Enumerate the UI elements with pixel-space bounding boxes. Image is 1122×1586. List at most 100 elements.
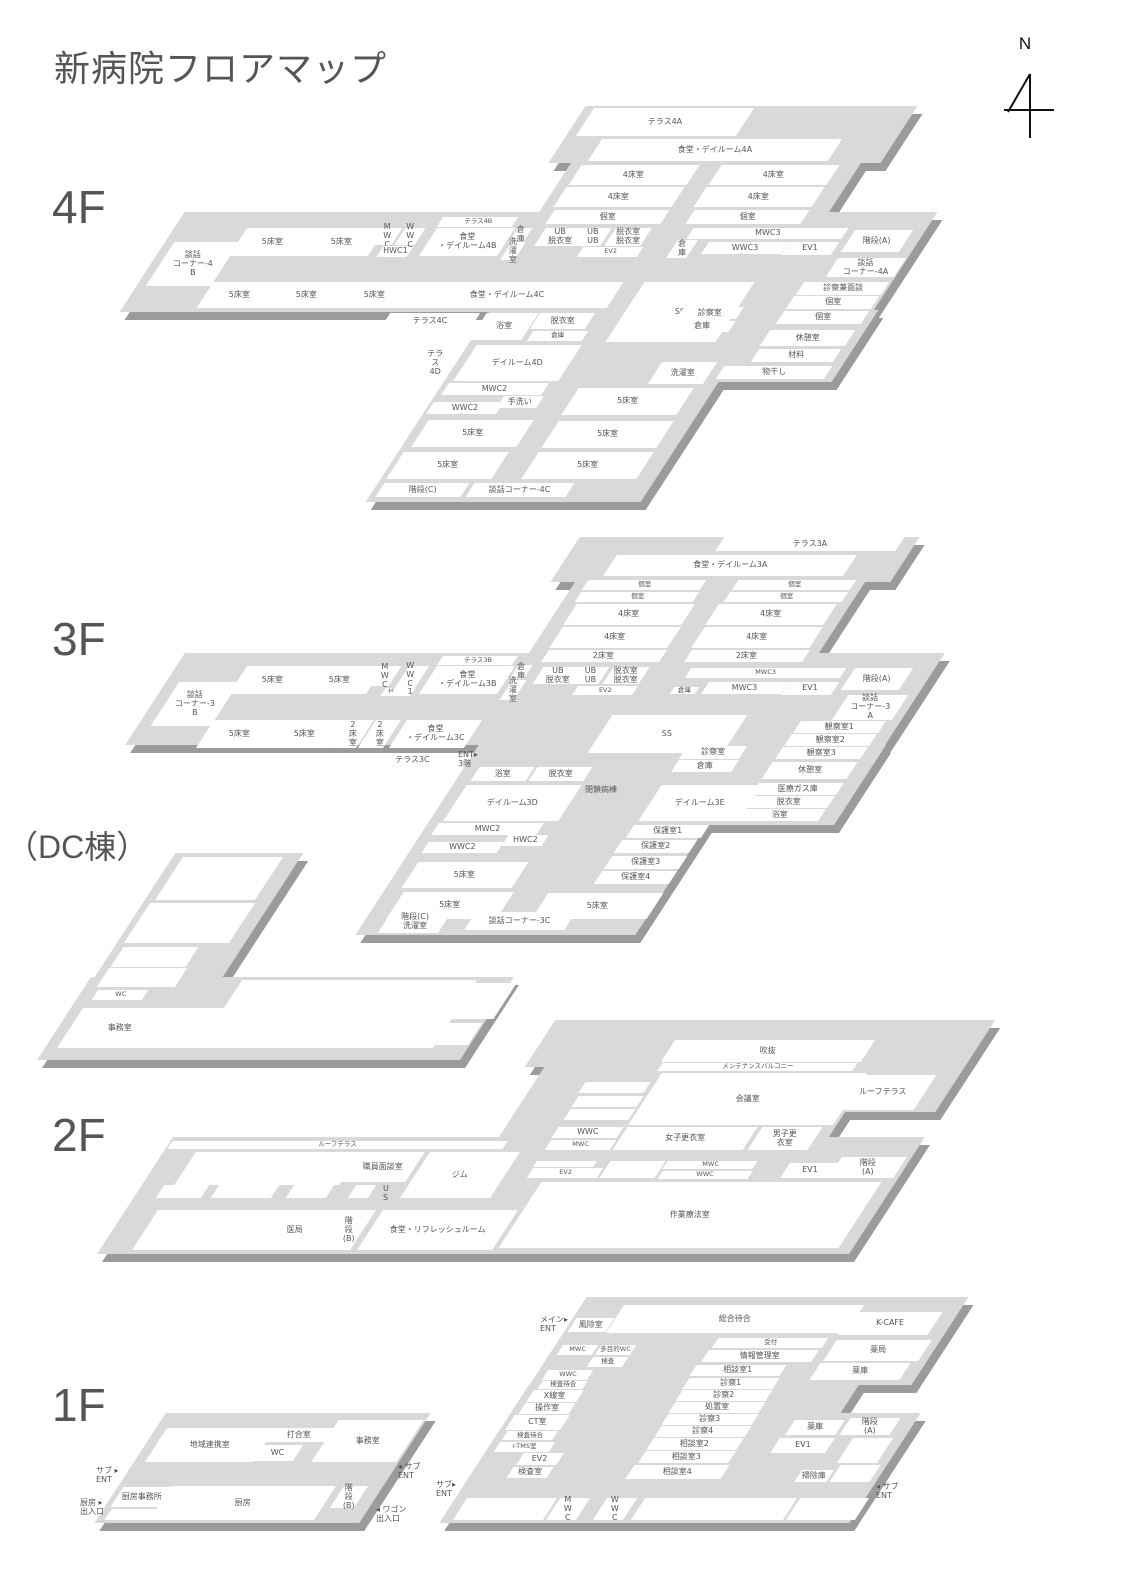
room-label: 浴室 <box>771 809 788 819</box>
room-label: 5床室 <box>294 728 316 738</box>
room: EV2 <box>516 1453 564 1465</box>
room: 情報管理室 <box>701 1350 819 1362</box>
room-label: 厨房事務所 <box>122 1491 163 1501</box>
room-label: EV2 <box>532 1453 548 1463</box>
room: 4床室 <box>705 604 837 625</box>
room-unlabeled <box>599 1161 666 1178</box>
room: テラス3B <box>437 656 518 665</box>
room-label: 倉庫 <box>694 321 711 331</box>
room-unlabeled <box>571 1096 644 1107</box>
room: 厨房 <box>148 1486 337 1520</box>
room-label: 4床室 <box>763 169 785 179</box>
room-label: M W C <box>381 661 389 689</box>
room: 休憩室 <box>761 762 858 779</box>
room-label: 打合室 <box>287 1429 312 1439</box>
room-label: ルーフテラス <box>318 1140 357 1149</box>
room-label: 2床室 <box>593 650 615 660</box>
map-annotation: 閉鎖病棟 <box>585 785 617 794</box>
room-label: WC <box>114 990 126 999</box>
room: 脱衣室 <box>742 796 835 808</box>
room: 保護室1 <box>625 825 710 838</box>
room-label: MWC3 <box>754 228 781 238</box>
room-label: 4床室 <box>608 191 630 201</box>
room: WWC2 <box>426 402 504 414</box>
room-label: 個室 <box>787 580 801 589</box>
room-label: W W C 1 <box>406 661 414 697</box>
map-annotation: サブ▸ ENT <box>436 1480 457 1499</box>
room-label: 階段(A) <box>863 235 891 245</box>
room-label: 食堂 ・デイルーム3B <box>437 670 497 688</box>
room-label: W W C <box>406 222 414 249</box>
room-label: 食堂・デイルーム4C <box>470 289 545 299</box>
room: EV2 <box>526 1168 604 1178</box>
room-label: WWC2 <box>449 842 476 852</box>
room-label: テラス3A <box>792 538 828 548</box>
room: 個室 <box>785 296 880 309</box>
room: 観察室3 <box>775 747 868 759</box>
room: 脱衣室 <box>529 313 596 329</box>
room: テラス4B <box>436 217 519 227</box>
room: 診察室 <box>678 746 748 759</box>
room-label: 5床室 <box>439 900 461 910</box>
room-label: 相談室1 <box>723 1365 753 1375</box>
room-label: 個室 <box>599 211 616 221</box>
room: WWC <box>541 1370 594 1380</box>
room-label: メンテナンスバルコニー <box>721 1062 794 1071</box>
room-label: 観察室1 <box>824 721 855 731</box>
room: WWC <box>657 1170 753 1179</box>
room-label: 5床室 <box>596 429 619 439</box>
room: EV1 <box>780 682 840 695</box>
room: EV1 <box>780 242 840 255</box>
room-label: EV2 <box>598 685 612 694</box>
room: MWC2 <box>431 823 544 835</box>
map-annotation: メイン▸ ENT <box>540 1315 569 1334</box>
room-label: 風除室 <box>579 1319 604 1329</box>
room-label: 食堂 ・デイルーム3C <box>406 724 465 742</box>
room-label: 5床室 <box>331 236 353 246</box>
room-label: 倉 庫 <box>517 662 525 680</box>
room-label: 4床室 <box>746 632 768 642</box>
room-label: 脱衣室 <box>776 796 801 806</box>
room-label: W W C <box>611 1494 619 1522</box>
room: EV2 <box>576 247 644 257</box>
room-unlabeled <box>452 1498 558 1520</box>
room-label: 地域連携室 <box>190 1439 231 1449</box>
room: 診察室 <box>676 307 744 319</box>
room-label: 談話 コーナー-3 B <box>175 689 215 717</box>
room-label: 5床室 <box>229 289 251 299</box>
room-label: 洗 濯 室 <box>508 236 517 264</box>
room-label: 5床室 <box>576 460 599 470</box>
room-label: 休憩室 <box>795 332 820 342</box>
room-label: 5床室 <box>229 728 251 738</box>
room: 吹抜 <box>660 1040 876 1062</box>
room-label: 診察兼面談 <box>822 283 863 293</box>
room-label: HWC1 <box>382 246 408 256</box>
room: 相談室3 <box>638 1451 736 1463</box>
room: 総合待合 <box>605 1305 865 1333</box>
room-label: 階段 (A) <box>859 1157 876 1176</box>
room-label: 職員面談室 <box>362 1161 403 1171</box>
room-label: 検査待合 <box>549 1380 576 1389</box>
room: 個室 <box>775 311 870 324</box>
room: テラス4A <box>575 108 755 136</box>
room-label: テラ ス 4D <box>427 349 444 376</box>
room: 検査待合 <box>502 1431 558 1440</box>
room: 浴室 <box>733 809 826 821</box>
room-label: MWC2 <box>474 823 501 833</box>
room: WC <box>91 990 149 1000</box>
room-label: 相談室4 <box>662 1466 693 1476</box>
room: 談話コーナー-3C <box>464 912 576 930</box>
room-label: 手洗い <box>508 396 533 406</box>
room: 個室 <box>545 210 670 224</box>
room-label: 薬庫 <box>807 1422 824 1432</box>
room: 4床室 <box>693 187 825 207</box>
room: 4床室 <box>549 627 681 648</box>
room: 検査室 <box>506 1467 554 1478</box>
room-label: 倉庫 <box>697 760 714 770</box>
room: 検査 <box>586 1357 629 1367</box>
room: MWC <box>556 1345 599 1355</box>
room: 4床室 <box>563 604 695 625</box>
room-label: UB UB <box>587 227 599 245</box>
room: 相談室4 <box>625 1465 730 1479</box>
room-label: 浴室 <box>494 768 511 778</box>
